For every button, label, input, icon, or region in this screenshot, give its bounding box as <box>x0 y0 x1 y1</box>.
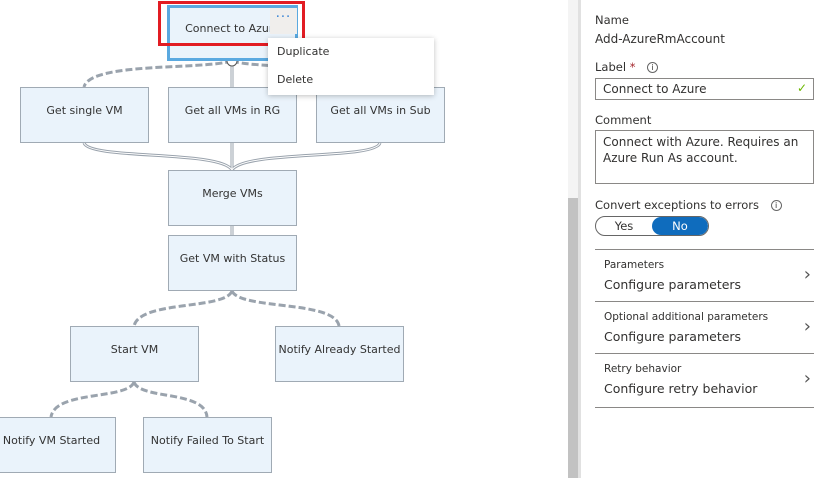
link-sub-merge <box>230 142 382 172</box>
highlight-box <box>158 1 305 46</box>
panel-divider[interactable] <box>578 0 581 478</box>
label-input[interactable]: Connect to Azure ✓ <box>595 78 814 100</box>
context-menu: Duplicate Delete <box>268 38 434 95</box>
label-text: Label <box>595 60 627 74</box>
comment-textarea[interactable]: Connect with Azure. Requires an Azure Ru… <box>595 130 814 184</box>
section-title: Retry behavior <box>604 363 682 375</box>
node-start-vm[interactable]: Start VM <box>70 326 199 382</box>
exceptions-label: Convert exceptions to errors i <box>595 198 782 212</box>
runbook-canvas[interactable]: Connect to Azure ··· Get single VM Get a… <box>0 0 568 478</box>
node-get-all-vms-in-rg[interactable]: Get all VMs in RG <box>168 87 297 143</box>
node-get-all-vms-in-sub[interactable]: Get all VMs in Sub <box>316 87 445 143</box>
section-title: Parameters <box>604 259 665 271</box>
label-input-value: Connect to Azure <box>603 82 707 96</box>
name-label: Name <box>595 13 629 27</box>
link-start-started <box>49 381 136 418</box>
node-get-single-vm[interactable]: Get single VM <box>20 87 149 143</box>
section-retry-behavior[interactable]: Retry behavior Configure retry behavior … <box>595 353 814 408</box>
link-status-start <box>132 290 234 327</box>
toggle-no[interactable]: No <box>652 217 708 235</box>
chevron-right-icon: › <box>803 316 811 337</box>
section-optional-parameters[interactable]: Optional additional parameters Configure… <box>595 301 814 354</box>
comment-label: Comment <box>595 113 652 127</box>
toggle-yes[interactable]: Yes <box>614 219 634 233</box>
node-notify-vm-started[interactable]: Notify VM Started <box>0 417 116 473</box>
chevron-right-icon: › <box>803 368 811 389</box>
section-parameters[interactable]: Parameters Configure parameters › <box>595 249 814 302</box>
link-single-merge <box>82 142 234 172</box>
more-options-button[interactable]: ··· <box>270 8 297 34</box>
info-icon[interactable]: i <box>770 200 782 211</box>
section-title: Optional additional parameters <box>604 311 769 323</box>
connector-lines <box>49 55 382 418</box>
chevron-right-icon: › <box>803 264 811 285</box>
node-notify-failed-to-start[interactable]: Notify Failed To Start <box>143 417 272 473</box>
name-value: Add-AzureRmAccount <box>595 32 725 46</box>
link-start-failed <box>132 381 209 418</box>
node-get-vm-with-status[interactable]: Get VM with Status <box>168 235 297 291</box>
menu-item-duplicate[interactable]: Duplicate <box>277 45 330 58</box>
required-mark: * <box>629 60 636 74</box>
node-notify-already-started[interactable]: Notify Already Started <box>275 326 404 382</box>
check-icon: ✓ <box>796 81 807 95</box>
exceptions-text: Convert exceptions to errors <box>595 198 760 212</box>
node-merge-vms[interactable]: Merge VMs <box>168 170 297 226</box>
link-status-already <box>230 290 341 327</box>
section-value: Configure parameters <box>604 329 742 344</box>
exceptions-toggle[interactable]: Yes No <box>595 216 709 236</box>
scrollbar-thumb[interactable] <box>568 198 578 478</box>
label-label: Label * i <box>595 60 659 74</box>
info-icon[interactable]: i <box>647 62 659 73</box>
link-connect-single <box>82 59 233 88</box>
menu-item-delete[interactable]: Delete <box>277 73 314 86</box>
section-value: Configure parameters <box>604 277 742 292</box>
section-value: Configure retry behavior <box>604 381 758 396</box>
